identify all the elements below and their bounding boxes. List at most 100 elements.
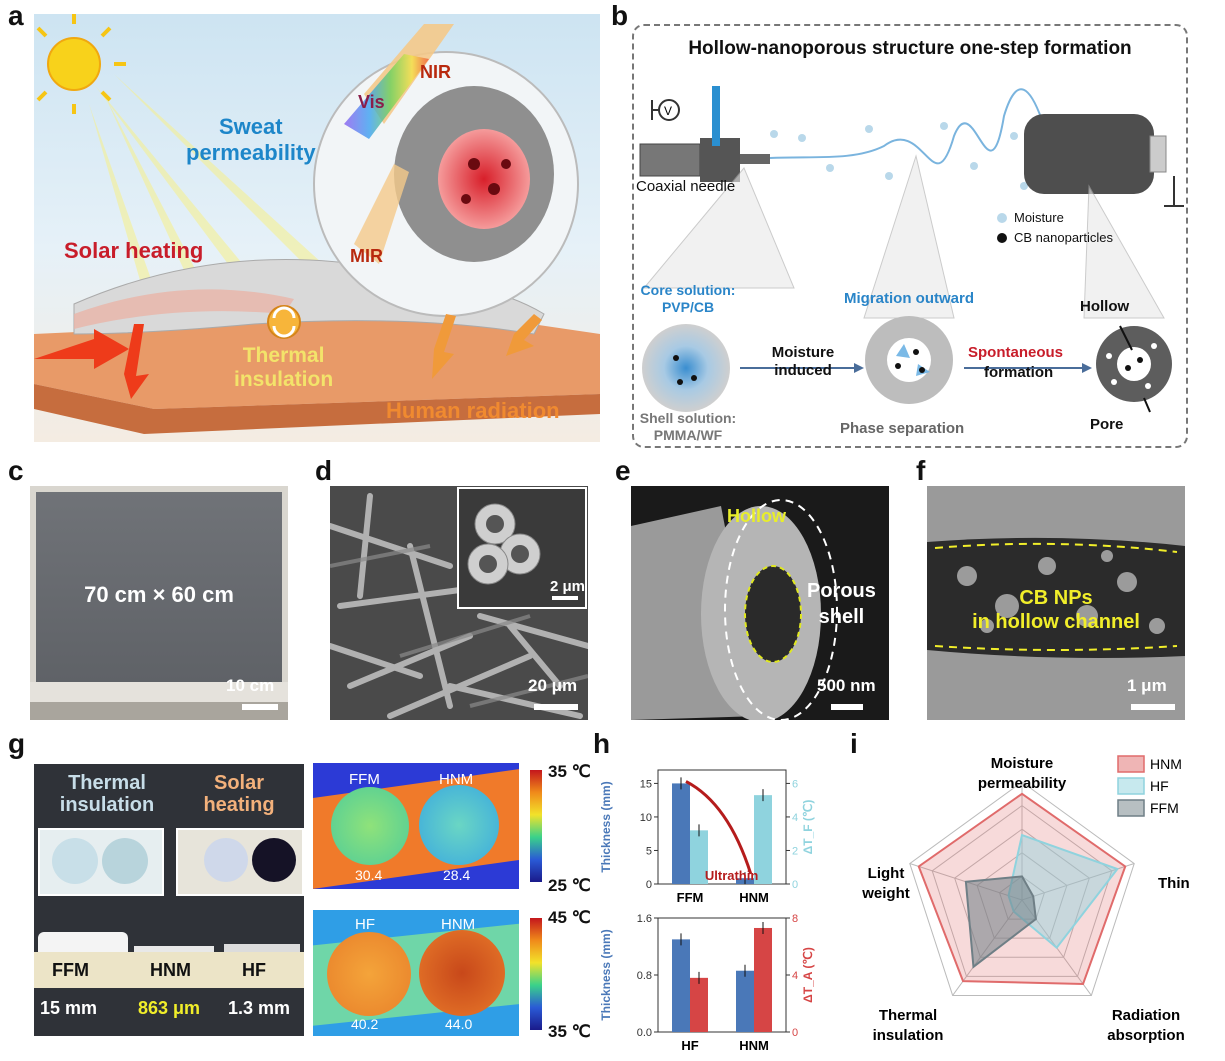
h-top-bar-delta bbox=[690, 830, 708, 884]
scale-bar-d bbox=[534, 704, 578, 710]
h-top-y2tick-label: 2 bbox=[792, 845, 798, 857]
label-solar-heating: Solar heating bbox=[64, 238, 204, 263]
label-size: 70 cm × 60 cm bbox=[84, 582, 234, 607]
scale-bar-e bbox=[831, 704, 863, 710]
tem-channel-art bbox=[927, 537, 1185, 658]
radar-legend-swatch bbox=[1117, 799, 1145, 817]
label-mir: MIR bbox=[350, 246, 383, 266]
label-g-solar: Solar heating bbox=[203, 772, 275, 816]
radar-axis-label: Radiation bbox=[1112, 1007, 1180, 1024]
panel-letter-h: h bbox=[593, 728, 611, 759]
label-hollow: Hollow bbox=[1080, 298, 1130, 315]
h-top-y2tick-label: 0 bbox=[792, 879, 798, 891]
h-top-y2tick-label: 4 bbox=[792, 812, 798, 824]
h-top-frame bbox=[657, 769, 787, 885]
membrane-sheet bbox=[36, 492, 282, 682]
h-bottom-bar-delta bbox=[690, 977, 708, 1032]
radar-axis-label: Thermal bbox=[879, 1007, 937, 1024]
panel-letter-c: c bbox=[8, 455, 24, 486]
radar-axis-label: weight bbox=[861, 885, 910, 902]
colorbar-bottom-min: 35 ℃ bbox=[548, 1022, 591, 1041]
hf-sample bbox=[224, 944, 300, 952]
scale-label-d: 20 μm bbox=[528, 676, 578, 695]
ir-spot-ffm bbox=[331, 787, 409, 865]
h-top-ylabel: Thickness (mm) bbox=[599, 781, 613, 872]
h-top-ytick-label: 5 bbox=[646, 845, 652, 857]
label-sweat-permeability: Sweat permeability bbox=[186, 114, 316, 165]
radar-gridline bbox=[931, 804, 1113, 977]
ir-temp-hf: 40.2 bbox=[351, 1016, 379, 1032]
label-g-hf: HF bbox=[242, 960, 266, 980]
scale-label-c: 10 cm bbox=[226, 676, 275, 695]
radar-axis-label: Light bbox=[868, 865, 905, 882]
ir-label-hf: HF bbox=[355, 916, 375, 933]
radar-spoke bbox=[1021, 863, 1135, 901]
radar-legend-label: HF bbox=[1150, 778, 1169, 794]
h-top-ytick-label: 0 bbox=[646, 879, 652, 891]
panel-e-sem: Hollow Porous shell 500 nm bbox=[631, 486, 889, 720]
sample-photo-thermal bbox=[38, 828, 164, 896]
h-top-y2label: ΔT_F (℃) bbox=[801, 800, 815, 855]
hnm-sample bbox=[134, 946, 214, 952]
legend-moisture: Moisture bbox=[1014, 210, 1064, 225]
ir-spot-hf bbox=[327, 932, 411, 1016]
ir-label-ffm: FFM bbox=[349, 771, 380, 788]
h-top-category-label: HNM bbox=[739, 890, 769, 905]
scale-label-e: 500 nm bbox=[817, 676, 876, 695]
ir-spot-hnm-bottom bbox=[419, 930, 505, 1016]
colorbar-bottom-max: 45 ℃ bbox=[548, 908, 591, 927]
h-top-ytick-label: 15 bbox=[640, 778, 652, 790]
thermal-cycle-icon bbox=[267, 305, 301, 339]
ir-temp-hnm-bottom: 44.0 bbox=[445, 1016, 473, 1032]
sample-photo-solar bbox=[176, 828, 304, 896]
label-coaxial-needle: Coaxial needle bbox=[636, 178, 736, 195]
panel-f-tem: CB NPs in hollow channel 1 μm bbox=[927, 486, 1185, 720]
thickness-hf: 1.3 mm bbox=[228, 998, 291, 1018]
label-porous-shell: Porous shell bbox=[807, 580, 876, 628]
panel-letter-b: b bbox=[611, 0, 629, 31]
legend-cb-nanoparticles: CB nanoparticles bbox=[1014, 230, 1113, 245]
scale-bar-d-inset bbox=[552, 596, 578, 600]
panel-d-sem: 2 μm 20 μm bbox=[330, 486, 588, 720]
h-bottom-bar-delta bbox=[754, 927, 772, 1032]
panel-c-photo: 70 cm × 60 cm 10 cm bbox=[30, 486, 288, 720]
ultrathin-arrow bbox=[685, 780, 753, 875]
sample-stage bbox=[34, 952, 304, 988]
thickness-hnm: 863 μm bbox=[138, 998, 201, 1018]
h-bottom-bar-thickness bbox=[736, 970, 754, 1032]
label-shell-solution: Shell solution: PMMA/WF bbox=[639, 410, 737, 443]
label-moisture-induced: Moisture induced bbox=[771, 344, 835, 379]
radar-legend-label: HNM bbox=[1150, 756, 1182, 772]
ir-temp-hnm-top: 28.4 bbox=[443, 867, 471, 883]
radar-legend-label: FFM bbox=[1150, 800, 1179, 816]
ultrathin-label: Ultrathin bbox=[705, 868, 759, 883]
h-bottom-bar-thickness bbox=[672, 939, 690, 1032]
radar-gridline bbox=[909, 781, 1135, 996]
ir-spot-hnm bbox=[419, 785, 499, 865]
label-human-radiation: Human radiation bbox=[386, 398, 560, 423]
label-migration-outward: Migration outward bbox=[844, 290, 974, 307]
h-top-y2tick-label: 6 bbox=[792, 778, 798, 790]
panel-letter-i: i bbox=[850, 728, 858, 759]
h-bottom-ytick-label: 1.6 bbox=[637, 913, 652, 925]
radar-legend-swatch bbox=[1117, 755, 1145, 773]
h-bottom-ytick-label: 0.8 bbox=[637, 970, 652, 982]
h-top-bar-delta bbox=[754, 795, 772, 884]
radar-axis-label: absorption bbox=[1107, 1027, 1185, 1044]
scale-label-d-inset: 2 μm bbox=[550, 578, 586, 595]
ir-label-hnm-bottom: HNM bbox=[441, 916, 476, 933]
label-formation: formation bbox=[984, 364, 1054, 381]
label-spontaneous: Spontaneous bbox=[968, 344, 1064, 361]
colorbar-top bbox=[530, 770, 542, 882]
radar-legend-swatch bbox=[1117, 777, 1145, 795]
chart-radar: MoisturepermeabilityThinRadiationabsorpt… bbox=[861, 755, 1189, 1044]
h-bottom-ylabel: Thickness (mm) bbox=[599, 929, 613, 1020]
panel-b-art: V bbox=[639, 86, 1184, 413]
scale-bar-f bbox=[1131, 704, 1175, 710]
label-pore: Pore bbox=[1090, 416, 1124, 433]
h-top-bar-thickness bbox=[672, 783, 690, 884]
panel-letter-a: a bbox=[8, 0, 24, 31]
colorbar-top-min: 25 ℃ bbox=[548, 876, 591, 895]
